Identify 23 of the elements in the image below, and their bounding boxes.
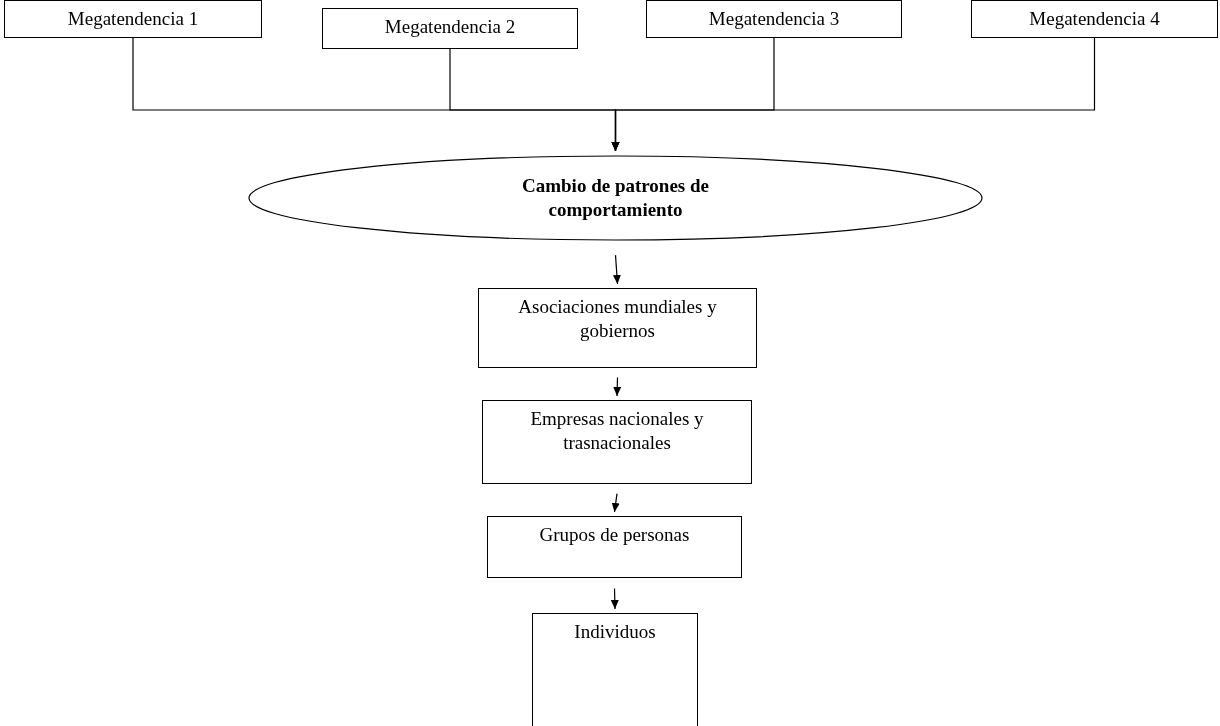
arrow [610,587,619,610]
node-label: Megatendencia 1 [67,7,199,31]
process-box [646,0,902,38]
arrow [611,493,620,513]
arrow [612,254,621,285]
node-label: Megatendencia 3 [708,7,840,31]
node-label: Individuos [574,620,656,644]
node-label: Megatendencia 4 [1029,7,1160,31]
arrow [613,377,622,397]
process-box [4,0,262,38]
ellipse-node [248,155,983,241]
process-box [487,516,742,578]
node-label: Megatendencia 2 [384,15,516,39]
process-box [482,400,752,484]
node-label: Grupos de personas [539,523,690,547]
process-box [478,288,757,368]
process-box [532,613,698,726]
process-box [322,8,578,49]
arrow [611,37,1096,152]
node-label: Empresas nacionales y trasnacionales [529,407,705,455]
node-label: Cambio de patrones de comportamiento [521,174,710,222]
process-box [971,0,1218,38]
node-label: Asociaciones mundiales y gobiernos [517,295,718,343]
